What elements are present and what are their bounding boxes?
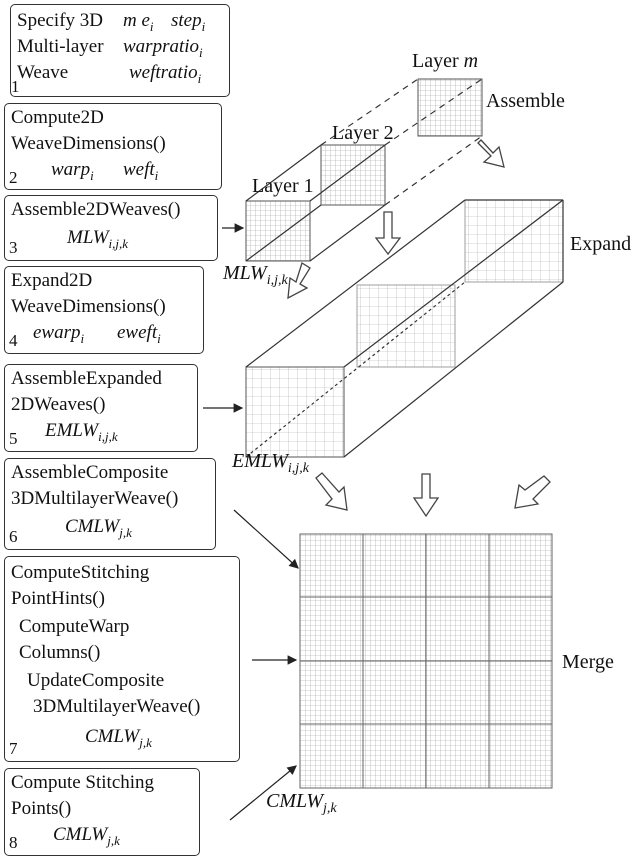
step-box-2: Compute2D WeaveDimensions() warpi wefti …	[4, 103, 222, 190]
step6-number: 6	[9, 527, 18, 546]
step1-var-warpratio: warpratioi	[123, 36, 203, 60]
label-layer-m: Layer m	[412, 50, 479, 72]
step-box-3: Assemble2DWeaves() MLWi,j,k 3	[4, 195, 218, 261]
step1-line1: Specify 3D	[17, 10, 104, 31]
hollow-arrows	[287, 139, 551, 518]
step6-var-cmlw: CMLWj,k	[65, 516, 132, 540]
step-box-5: AssembleExpanded 2DWeaves() EMLWi,j,k 5	[4, 364, 198, 452]
step-box-4: Expand2D WeaveDimensions() ewarpi ewefti…	[4, 266, 204, 354]
label-assemble: Assemble	[486, 90, 565, 112]
hollow-arrow-merge-center	[412, 473, 440, 518]
expanded-front-grid	[245, 366, 345, 458]
step1-var-step: stepi	[171, 10, 206, 34]
expanded-box-edges	[245, 199, 564, 458]
step5-number: 5	[9, 429, 18, 448]
step6-line1: AssembleComposite	[11, 462, 169, 483]
step7-number: 7	[9, 739, 18, 758]
connector-arrows	[203, 223, 299, 821]
step6-line2: 3DMultilayerWeave()	[11, 488, 179, 509]
step7-line3: ComputeWarp	[19, 616, 130, 637]
arrow-step8	[229, 765, 297, 821]
hollow-arrow-merge-left	[315, 472, 348, 511]
step4-var-eweft: ewefti	[117, 322, 161, 346]
step7-line4: Columns()	[19, 642, 101, 663]
step7-line2: PointHints()	[11, 588, 105, 609]
step5-var-emlw: EMLWi,j,k	[45, 420, 118, 444]
step7-var-cmlw: CMLWj,k	[85, 726, 152, 750]
step-box-1: Specify 3D Multi-layer Weave m ei stepi …	[10, 4, 230, 97]
step1-number: 1	[11, 77, 20, 96]
step8-line2: Points()	[11, 798, 72, 819]
step7-line1: ComputeStitching	[11, 562, 150, 583]
label-layer-2: Layer 2	[332, 122, 394, 144]
step8-number: 8	[9, 833, 18, 852]
step2-line1: Compute2D	[11, 107, 104, 128]
expanded-mid-grid	[356, 284, 456, 368]
label-cmlw: CMLWj,k	[266, 790, 337, 816]
step8-line1: Compute Stitching	[11, 772, 155, 793]
step4-var-ewarp: ewarpi	[33, 322, 85, 346]
step2-var-warp: warpi	[51, 159, 94, 183]
step5-line1: AssembleExpanded	[11, 368, 162, 389]
step4-line1: Expand2D	[11, 270, 93, 291]
step5-line2: 2DWeaves()	[11, 394, 106, 415]
expanded-back-grid	[464, 199, 564, 283]
label-layer-1: Layer 1	[252, 175, 314, 197]
hollow-arrow-down-center	[374, 211, 402, 256]
step7-line5: UpdateComposite	[27, 670, 165, 691]
label-mlw: MLWi,j,k	[223, 262, 288, 288]
step-box-8: Compute Stitching Points() CMLWj,k 8	[4, 768, 200, 856]
label-emlw: EMLWi,j,k	[232, 450, 309, 476]
step8-var-cmlw: CMLWj,k	[53, 824, 120, 848]
layer-1-grid	[245, 200, 311, 262]
step3-line1: Assemble2DWeaves()	[11, 199, 181, 220]
step3-number: 3	[9, 238, 18, 257]
step1-line3: Weave	[17, 62, 69, 83]
step2-var-weft: wefti	[123, 159, 159, 183]
step4-number: 4	[9, 331, 18, 350]
hollow-arrow-assemble-expand	[477, 139, 505, 168]
step3-var-mlw: MLWi,j,k	[67, 227, 129, 251]
label-expand: Expand	[570, 233, 632, 255]
step1-var-me: m ei	[123, 10, 154, 34]
step-box-7: ComputeStitching PointHints() ComputeWar…	[4, 556, 240, 762]
label-merge: Merge	[562, 651, 614, 673]
step-box-6: AssembleComposite 3DMultilayerWeave() CM…	[4, 458, 216, 550]
step4-line2: WeaveDimensions()	[11, 296, 166, 317]
hollow-arrow-merge-right	[514, 475, 551, 509]
step7-line6: 3DMultilayerWeave()	[33, 696, 201, 717]
step2-line2: WeaveDimensions()	[11, 133, 166, 154]
arrow-step6	[233, 509, 299, 569]
step2-number: 2	[9, 168, 18, 187]
step1-line2: Multi-layer	[17, 36, 104, 57]
step1-var-weftratio: weftratioi	[129, 62, 202, 86]
hollow-arrow-to-expanded	[287, 262, 311, 300]
layer-stack-edges	[245, 78, 483, 262]
layer-m-grid	[417, 78, 483, 137]
layer-2-grid	[320, 144, 386, 206]
